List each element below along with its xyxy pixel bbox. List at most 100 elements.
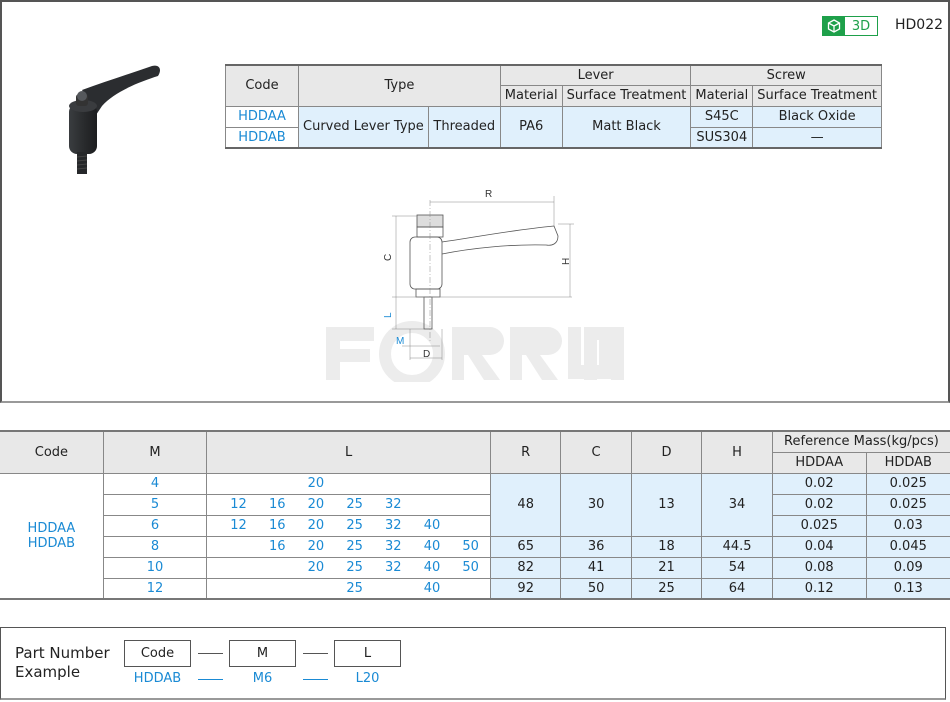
r-value: 82	[489, 556, 562, 579]
code-hddaa[interactable]: HDDAA	[27, 520, 76, 536]
screw-surface-black-oxide: Black Oxide	[752, 105, 883, 128]
l-value[interactable]: 16	[268, 539, 286, 554]
svg-text:R: R	[485, 189, 492, 200]
l-value[interactable]: 25	[346, 560, 363, 575]
l-value[interactable]	[219, 539, 258, 554]
l-value[interactable]: 12	[230, 518, 247, 533]
l-value[interactable]	[219, 581, 258, 596]
m-value[interactable]: 8	[103, 535, 208, 558]
m-value[interactable]: 4	[102, 472, 208, 495]
code-hddab[interactable]: HDDAB	[27, 535, 76, 551]
3d-model-button[interactable]: 3D	[822, 16, 878, 36]
l-value[interactable]: 40	[423, 539, 441, 554]
d-value: 18	[630, 535, 703, 558]
l-value[interactable]	[258, 476, 297, 491]
code-hddaa[interactable]: HDDAA	[225, 105, 299, 128]
l-values: 12 16 20 25 32 40	[206, 514, 491, 537]
forrun-watermark	[326, 321, 624, 382]
l-value[interactable]: 12	[230, 497, 247, 512]
l-value[interactable]	[374, 581, 413, 596]
l-value[interactable]: 16	[268, 518, 286, 533]
h-value: 34	[701, 472, 773, 537]
code-example-value: HDDAB	[133, 671, 182, 686]
separator	[198, 679, 223, 680]
screw-material-sus304: SUS304	[690, 126, 754, 149]
l-value[interactable]: 40	[423, 580, 441, 596]
l-value[interactable]: 40	[423, 560, 441, 575]
header-screw-surface: Surface Treatment	[752, 84, 883, 107]
m-value[interactable]: 10	[103, 556, 208, 579]
mass-b-value: 0.09	[865, 556, 950, 579]
mass-a-value: 0.04	[771, 535, 867, 558]
l-value[interactable]	[451, 581, 490, 596]
l-value[interactable]: 16	[268, 497, 286, 512]
header-code: Code	[0, 430, 104, 474]
l-value[interactable]: 20	[307, 539, 325, 554]
l-example-value: L20	[355, 671, 380, 686]
l-value[interactable]: 20	[307, 497, 325, 512]
d-value: 25	[630, 577, 703, 600]
c-value: 36	[560, 535, 632, 558]
m-value[interactable]: 12	[103, 577, 208, 600]
l-value[interactable]: 20	[307, 518, 325, 533]
header-lever: Lever	[499, 64, 692, 86]
screw-material-s45c: S45C	[690, 105, 754, 128]
cube-icon	[823, 17, 845, 35]
mass-b-value: 0.025	[865, 472, 950, 495]
code-hddab[interactable]: HDDAB	[225, 126, 299, 149]
l-value[interactable]	[219, 476, 258, 491]
m-value[interactable]: 6	[103, 514, 208, 537]
mass-a-value: 0.025	[771, 514, 867, 537]
l-value[interactable]: 32	[385, 497, 402, 512]
m-box: M	[229, 640, 296, 667]
l-value[interactable]: 32	[385, 539, 402, 554]
mass-a-value: 0.08	[771, 556, 867, 579]
code-cell: HDDAA HDDAB	[0, 472, 104, 600]
l-value[interactable]	[451, 518, 490, 533]
h-value: 64	[701, 577, 773, 600]
l-value[interactable]	[297, 581, 336, 596]
separator	[303, 653, 328, 654]
technical-drawing: R C H L M D	[326, 189, 624, 382]
l-value[interactable]: 25	[346, 539, 363, 554]
product-overview-panel: 3D HD022 Code Type Lever Screw Material …	[0, 0, 950, 403]
l-value[interactable]: 20	[307, 560, 325, 575]
l-value[interactable]	[258, 581, 297, 596]
type-threaded: Threaded	[427, 105, 501, 149]
mass-a-value: 0.12	[771, 577, 867, 600]
l-value[interactable]: 25	[346, 518, 363, 533]
l-value[interactable]	[451, 476, 490, 491]
header-mass-hddab: HDDAB	[865, 451, 950, 474]
l-value[interactable]: 32	[385, 518, 402, 533]
svg-text:M: M	[396, 336, 404, 347]
header-screw-material: Material	[690, 84, 754, 107]
l-values: 12 16 20 25 32	[206, 493, 491, 516]
h-value: 44.5	[701, 535, 773, 558]
l-value[interactable]	[335, 476, 374, 491]
l-value[interactable]	[374, 476, 413, 491]
l-value[interactable]	[413, 476, 452, 491]
lever-material: PA6	[499, 105, 563, 149]
l-values: 20 25 32 40 50	[206, 556, 491, 579]
l-value[interactable]: 25	[346, 497, 363, 512]
header-lever-material: Material	[499, 84, 563, 107]
l-value[interactable]	[451, 497, 490, 512]
product-photo	[69, 65, 160, 174]
l-value[interactable]: 40	[423, 518, 441, 533]
title-line-2: Example	[15, 663, 81, 681]
type-curved-lever: Curved Lever Type	[298, 105, 429, 149]
l-values: 16 20 25 32 40 50	[206, 535, 491, 558]
l-value[interactable]: 20	[307, 476, 325, 491]
l-value[interactable]: 32	[385, 560, 402, 575]
l-value[interactable]	[413, 497, 452, 512]
header-screw: Screw	[690, 64, 883, 86]
l-value[interactable]: 50	[462, 539, 479, 554]
l-value[interactable]	[258, 560, 297, 575]
l-value[interactable]: 25	[346, 580, 363, 596]
d-value: 13	[630, 472, 703, 537]
svg-text:D: D	[423, 349, 430, 360]
l-value[interactable]: 50	[462, 560, 479, 575]
l-value[interactable]	[219, 560, 258, 575]
m-value[interactable]: 5	[103, 493, 208, 516]
header-l: L	[206, 430, 491, 474]
